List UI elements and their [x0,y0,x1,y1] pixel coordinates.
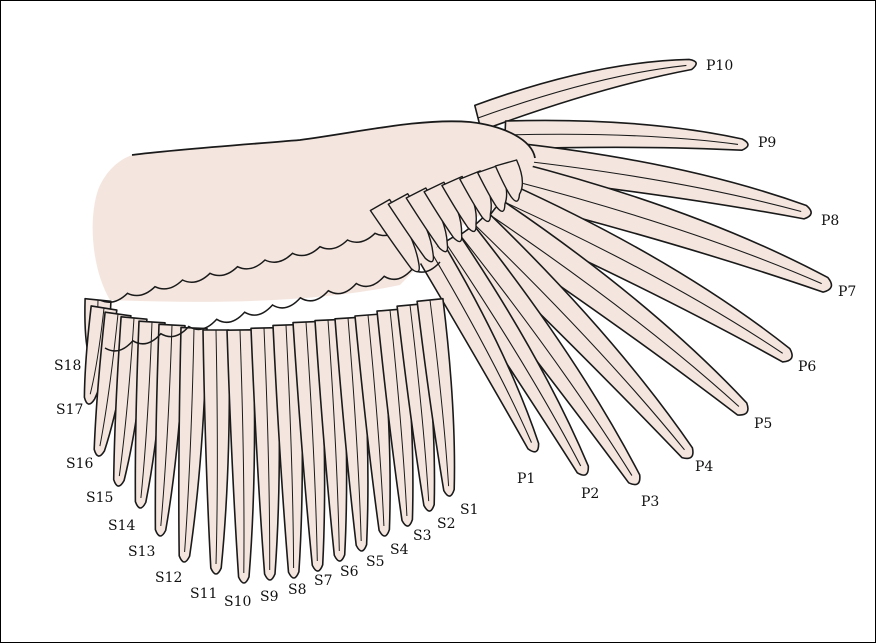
label-s6: S6 [340,564,359,580]
label-s13: S13 [128,544,155,560]
label-p9: P9 [758,135,776,151]
label-p1: P1 [517,471,535,487]
label-s3: S3 [413,528,432,544]
label-s9: S9 [260,589,279,605]
label-s7: S7 [314,573,333,589]
label-s8: S8 [288,582,307,598]
label-s2: S2 [437,516,456,532]
label-p6: P6 [798,359,816,375]
label-p2: P2 [581,486,599,502]
label-s15: S15 [86,490,113,506]
label-s12: S12 [155,570,182,586]
label-s16: S16 [66,456,93,472]
label-s14: S14 [108,518,135,534]
label-s18: S18 [54,358,81,374]
label-p5: P5 [754,416,772,432]
label-s5: S5 [366,554,385,570]
label-p8: P8 [821,213,839,229]
label-s11: S11 [190,586,217,602]
label-p3: P3 [641,494,659,510]
label-p4: P4 [695,459,713,475]
primary-feather-p10 [475,59,696,130]
label-p10: P10 [706,58,733,74]
label-s1: S1 [460,502,479,518]
label-p7: P7 [838,284,856,300]
secondary-feathers [84,299,454,583]
label-s4: S4 [390,542,409,558]
label-s17: S17 [56,402,83,418]
label-s10: S10 [224,594,251,610]
